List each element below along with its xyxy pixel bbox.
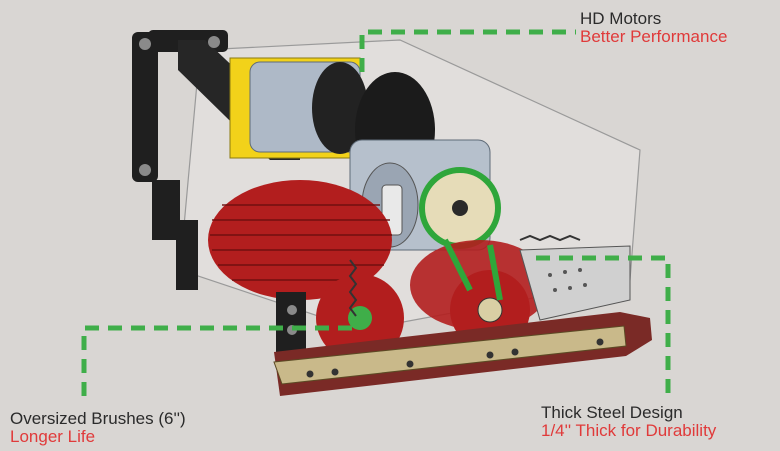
leader-motors — [359, 29, 576, 72]
callout-subtitle: 1/4'' Thick for Durability — [541, 420, 717, 440]
callout-subtitle: Better Performance — [580, 26, 728, 46]
tension-spring — [348, 234, 581, 317]
left-clamp — [276, 292, 306, 352]
callout-title: HD Motors — [580, 9, 662, 28]
steel-bumper — [273, 312, 652, 396]
steel-side-plate — [519, 245, 631, 321]
callout-hd-motors: HD Motors Better Performance — [580, 10, 727, 46]
callout-oversized-brushes: Oversized Brushes (6'') Longer Life — [10, 410, 186, 446]
callout-title: Thick Steel Design — [541, 403, 683, 422]
callout-subtitle: Longer Life — [10, 426, 96, 446]
leader-lines — [81, 29, 671, 398]
callout-title: Oversized Brushes (6'') — [10, 409, 186, 428]
drive-belt — [442, 238, 503, 301]
brush-left — [208, 180, 404, 362]
callout-thick-steel: Thick Steel Design 1/4'' Thick for Durab… — [541, 404, 716, 440]
